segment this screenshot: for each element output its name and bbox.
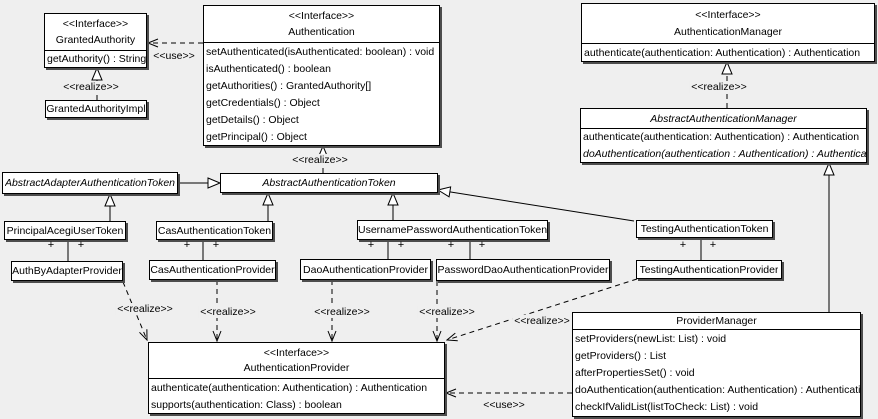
class-authentication-manager: <<Interface>> AuthenticationManager auth… [581, 3, 875, 62]
stereotype-label: <<Interface>> [288, 10, 355, 22]
class-principal-acegi-user-token: PrincipalAcegiUserToken [4, 221, 126, 240]
class-name: ProviderManager [573, 313, 860, 330]
class-abstract-authentication-manager: AbstractAuthenticationManager authentica… [580, 108, 867, 163]
method-row: getDetails() : Object [206, 113, 299, 126]
stereotype-label: <<Interface>> [62, 18, 129, 30]
edge-realize-testing-provider [447, 278, 638, 340]
class-abstract-authentication-token: AbstractAuthenticationToken [220, 173, 438, 193]
class-granted-authority-impl: GrantedAuthorityImpl [45, 100, 147, 118]
multiplicity-label: + [367, 239, 375, 251]
method-compartment: getAuthority() : String [45, 51, 146, 67]
method-row: checkIfValidList(listToCheck: List) : vo… [575, 401, 759, 414]
realize-label: <<realize>> [512, 315, 572, 327]
class-name: AuthByAdapterProvider [12, 265, 122, 277]
realize-label: <<realize>> [312, 306, 372, 318]
class-header: <<Interface>> AuthenticationManager [582, 4, 874, 44]
class-name: TestingAuthenticationProvider [639, 263, 779, 276]
class-name: PasswordDaoAuthenticationProvider [437, 264, 609, 276]
method-row: authenticate(authentication: Authenticat… [584, 46, 861, 59]
multiplicity-label: + [47, 239, 55, 251]
class-testing-authentication-token: TestingAuthenticationToken [636, 220, 773, 238]
class-name: TestingAuthenticationToken [640, 223, 769, 235]
method-row: authenticate(authentication: Authenticat… [151, 381, 428, 394]
class-name: AbstractAuthenticationManager [581, 109, 866, 129]
realize-label: <<realize>> [689, 81, 749, 93]
method-row: afterPropertiesSet() : void [575, 367, 695, 379]
class-header: <<Interface>> AuthenticationProvider [149, 343, 444, 379]
class-cas-authentication-provider: CasAuthenticationProvider [149, 260, 276, 280]
method-row: isAuthenticated() : boolean [206, 62, 331, 75]
method-compartment: authenticate(authentication: Authenticat… [582, 44, 874, 61]
method-row: supports(authentication: Class) : boolea… [151, 398, 342, 411]
method-row: getAuthorities() : GrantedAuthority[] [206, 79, 372, 92]
realize-label: <<realize>> [115, 303, 175, 315]
class-authentication: <<Interface>> Authentication setAuthenti… [203, 5, 440, 146]
method-row: doAuthentication(authentication : Authen… [583, 147, 866, 160]
realize-label: <<realize>> [61, 81, 121, 93]
method-row: authenticate(authentication: Authenticat… [583, 131, 860, 144]
multiplicity-label: + [183, 239, 191, 251]
class-name: CasAuthenticationProvider [150, 264, 275, 276]
class-password-dao-authentication-provider: PasswordDaoAuthenticationProvider [436, 259, 610, 281]
class-cas-authentication-token: CasAuthenticationToken [156, 221, 273, 240]
class-username-password-authentication-token: UsernamePasswordAuthenticationToken [357, 220, 548, 240]
multiplicity-label: + [212, 239, 220, 251]
use-label: <<use>> [151, 50, 197, 62]
method-row: getPrincipal() : Object [206, 130, 307, 143]
method-compartment: authenticate(authentication: Authenticat… [149, 379, 444, 413]
class-header: <<Interface>> Authentication [204, 6, 439, 43]
edge-extends-testing-token [438, 190, 635, 222]
method-compartment: authenticate(authentication: Authenticat… [581, 129, 866, 162]
class-name: AuthenticationManager [674, 26, 782, 38]
class-provider-manager: ProviderManager setProviders(newList: Li… [572, 312, 861, 417]
use-label: <<use>> [481, 399, 527, 411]
class-name: GrantedAuthority [55, 34, 136, 46]
method-row: getAuthority() : String [47, 53, 146, 65]
class-authentication-provider: <<Interface>> AuthenticationProvider aut… [148, 342, 445, 414]
class-auth-by-adapter-provider: AuthByAdapterProvider [11, 261, 123, 281]
class-granted-authority: <<Interface>> GrantedAuthority getAuthor… [44, 13, 147, 68]
class-dao-authentication-provider: DaoAuthenticationProvider [300, 259, 431, 280]
method-compartment: setAuthenticated(isAuthenticated: boolea… [204, 43, 439, 145]
multiplicity-label: + [478, 239, 486, 251]
class-name: PrincipalAcegiUserToken [6, 224, 124, 237]
method-row: getProviders() : List [575, 349, 667, 362]
class-name: Authentication [288, 26, 355, 38]
multiplicity-label: + [397, 239, 405, 251]
realize-label: <<realize>> [198, 306, 258, 318]
class-name: UsernamePasswordAuthenticationToken [358, 224, 547, 236]
class-abstract-adapter-authentication-token: AbstractAdapterAuthenticationToken [2, 172, 178, 194]
class-name: AbstractAuthenticationToken [262, 177, 396, 189]
multiplicity-label: + [77, 239, 85, 251]
class-name: CasAuthenticationToken [157, 224, 272, 237]
multiplicity-label: + [679, 239, 687, 251]
method-row: doAuthentication(authentication: Authent… [575, 384, 860, 397]
realize-label: <<realize>> [290, 154, 350, 166]
method-compartment: setProviders(newList: List) : void getPr… [573, 330, 860, 416]
multiplicity-label: + [709, 239, 717, 251]
class-name: AuthenticationProvider [243, 362, 350, 375]
realize-label: <<realize>> [417, 306, 477, 318]
method-row: setProviders(newList: List) : void [575, 332, 727, 345]
class-name: GrantedAuthorityImpl [46, 103, 146, 115]
method-row: setAuthenticated(isAuthenticated: boolea… [206, 45, 435, 58]
class-name: DaoAuthenticationProvider [303, 263, 428, 276]
class-name: AbstractAdapterAuthenticationToken [4, 177, 176, 189]
stereotype-label: <<Interface>> [695, 9, 761, 21]
stereotype-label: <<Interface>> [263, 346, 330, 359]
method-row: getCredentials() : Object [206, 96, 320, 109]
class-testing-authentication-provider: TestingAuthenticationProvider [636, 260, 782, 279]
multiplicity-label: + [447, 239, 455, 251]
class-header: <<Interface>> GrantedAuthority [45, 14, 146, 51]
